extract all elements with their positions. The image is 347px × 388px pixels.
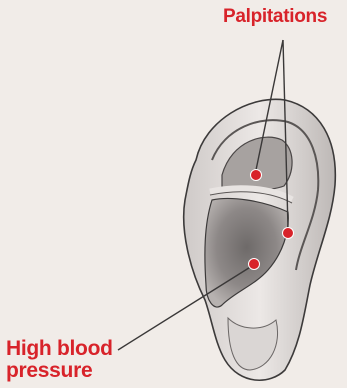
palpitations-label: Palpitations: [223, 6, 327, 28]
palpitations-point-lower: [283, 228, 294, 239]
palpitations-point-upper: [251, 170, 262, 181]
high-blood-pressure-label-line2: pressure: [6, 360, 113, 382]
high-blood-pressure-label-line1: High blood: [6, 338, 113, 360]
high-blood-pressure-label: High blood pressure: [6, 338, 113, 382]
high-blood-pressure-point: [249, 259, 260, 270]
